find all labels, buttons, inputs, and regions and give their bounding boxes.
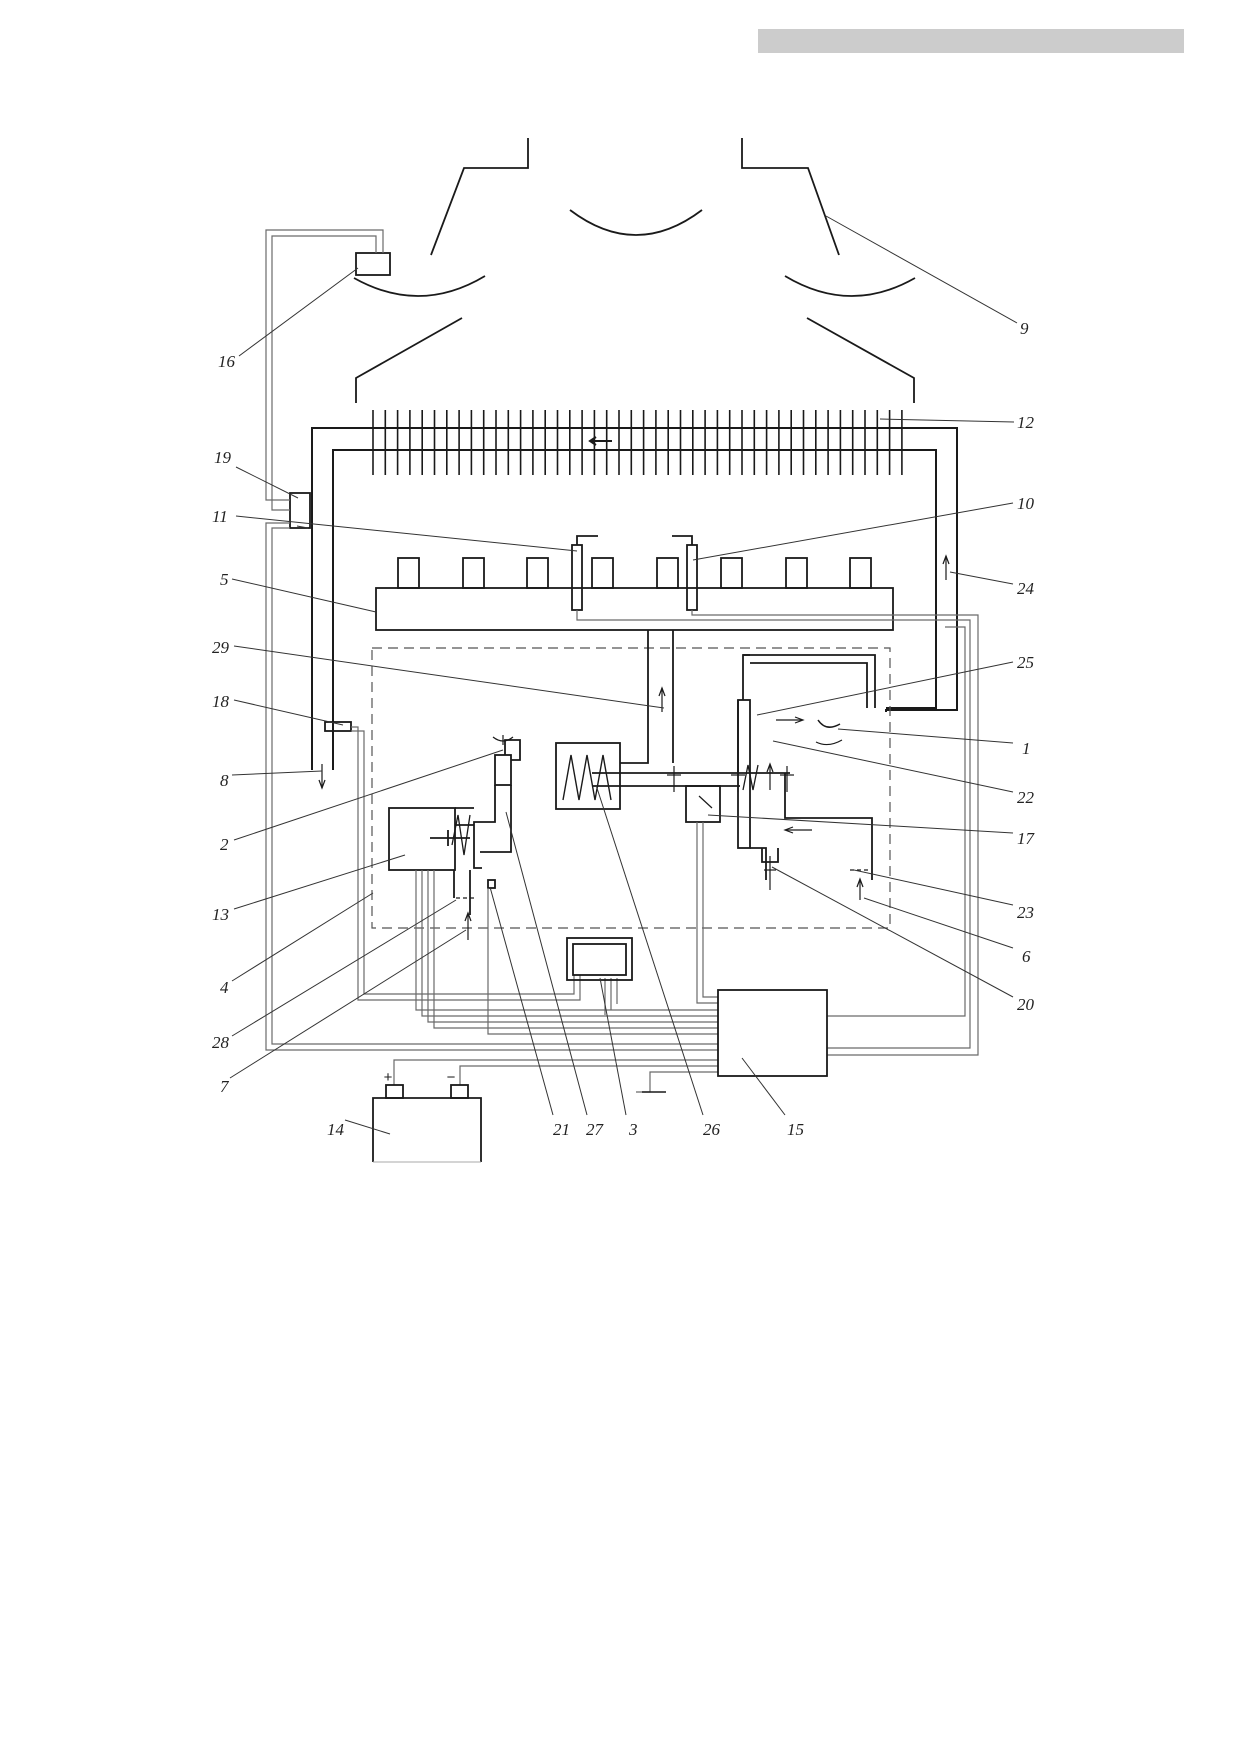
label-25: 25 (1017, 653, 1034, 672)
controller-box (717, 989, 828, 1077)
label-24: 24 (1017, 579, 1035, 598)
label-6: 6 (1022, 947, 1031, 966)
label-26: 26 (703, 1120, 721, 1139)
gas-valve-assembly (318, 554, 950, 940)
label-9: 9 (1020, 319, 1029, 338)
label-22: 22 (1017, 788, 1035, 807)
label-5: 5 (220, 570, 229, 589)
label-27: 27 (586, 1120, 605, 1139)
label-12: 12 (1017, 413, 1035, 432)
flue-hood (353, 138, 916, 403)
heat-exchanger-pipe (311, 427, 958, 770)
label-28: 28 (212, 1033, 230, 1052)
label-23: 23 (1017, 903, 1034, 922)
label-2: 2 (220, 835, 229, 854)
heat-exchanger-fins (372, 410, 903, 475)
label-8: 8 (220, 771, 229, 790)
header-bar (758, 29, 1184, 53)
label-16: 16 (218, 352, 236, 371)
label-17: 17 (1017, 829, 1036, 848)
display-panel (566, 937, 633, 981)
label-18: 18 (212, 692, 230, 711)
label-15: 15 (787, 1120, 804, 1139)
label-11: 11 (212, 507, 228, 526)
label-21: 21 (553, 1120, 570, 1139)
label-20: 20 (1017, 995, 1035, 1014)
label-4: 4 (220, 978, 229, 997)
label-19: 19 (214, 448, 232, 467)
battery-plus-sign: + (384, 1069, 393, 1086)
label-1: 1 (1022, 739, 1031, 758)
sensor-16-19 (289, 252, 391, 529)
battery (372, 1084, 482, 1163)
label-14: 14 (327, 1120, 345, 1139)
wiring (265, 229, 979, 1093)
leader-lines (229, 215, 1018, 1135)
label-7: 7 (220, 1077, 230, 1096)
label-10: 10 (1017, 494, 1035, 513)
label-3: 3 (628, 1120, 638, 1139)
burner-manifold (375, 535, 894, 631)
label-13: 13 (212, 905, 229, 924)
battery-minus-sign: − (447, 1069, 456, 1086)
callout-labels: 9 16 12 19 10 11 5 24 29 25 18 1 8 22 2 … (212, 319, 1036, 1139)
label-29: 29 (212, 638, 230, 657)
